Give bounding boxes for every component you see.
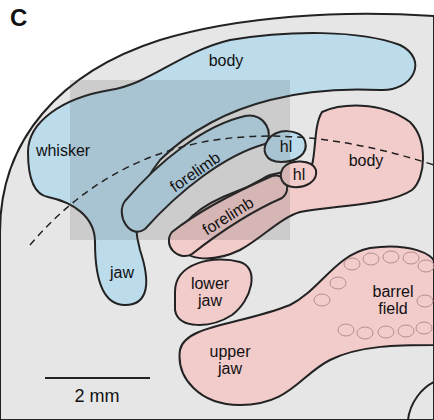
scale-label: 2 mm bbox=[75, 386, 120, 407]
region-label: jaw bbox=[102, 264, 142, 281]
motor-hindlimb: hl bbox=[260, 125, 312, 167]
region-label: body bbox=[196, 52, 256, 69]
region-label: hl bbox=[274, 138, 298, 155]
region-label: hl bbox=[287, 166, 311, 183]
panel-letter: C bbox=[10, 4, 27, 32]
region-label: body bbox=[338, 152, 394, 169]
region-label: barrel field bbox=[365, 283, 421, 317]
region-label: lower jaw bbox=[185, 275, 235, 309]
sensory-map: bodyforelimbhl bbox=[165, 100, 427, 265]
region-shape bbox=[175, 240, 434, 410]
sensory-jaw-barrel: barrel field upper jaw bbox=[175, 240, 434, 410]
region-label: whisker bbox=[31, 142, 95, 159]
sensory-hindlimb: hl bbox=[276, 156, 321, 191]
region-label: upper jaw bbox=[204, 343, 256, 377]
